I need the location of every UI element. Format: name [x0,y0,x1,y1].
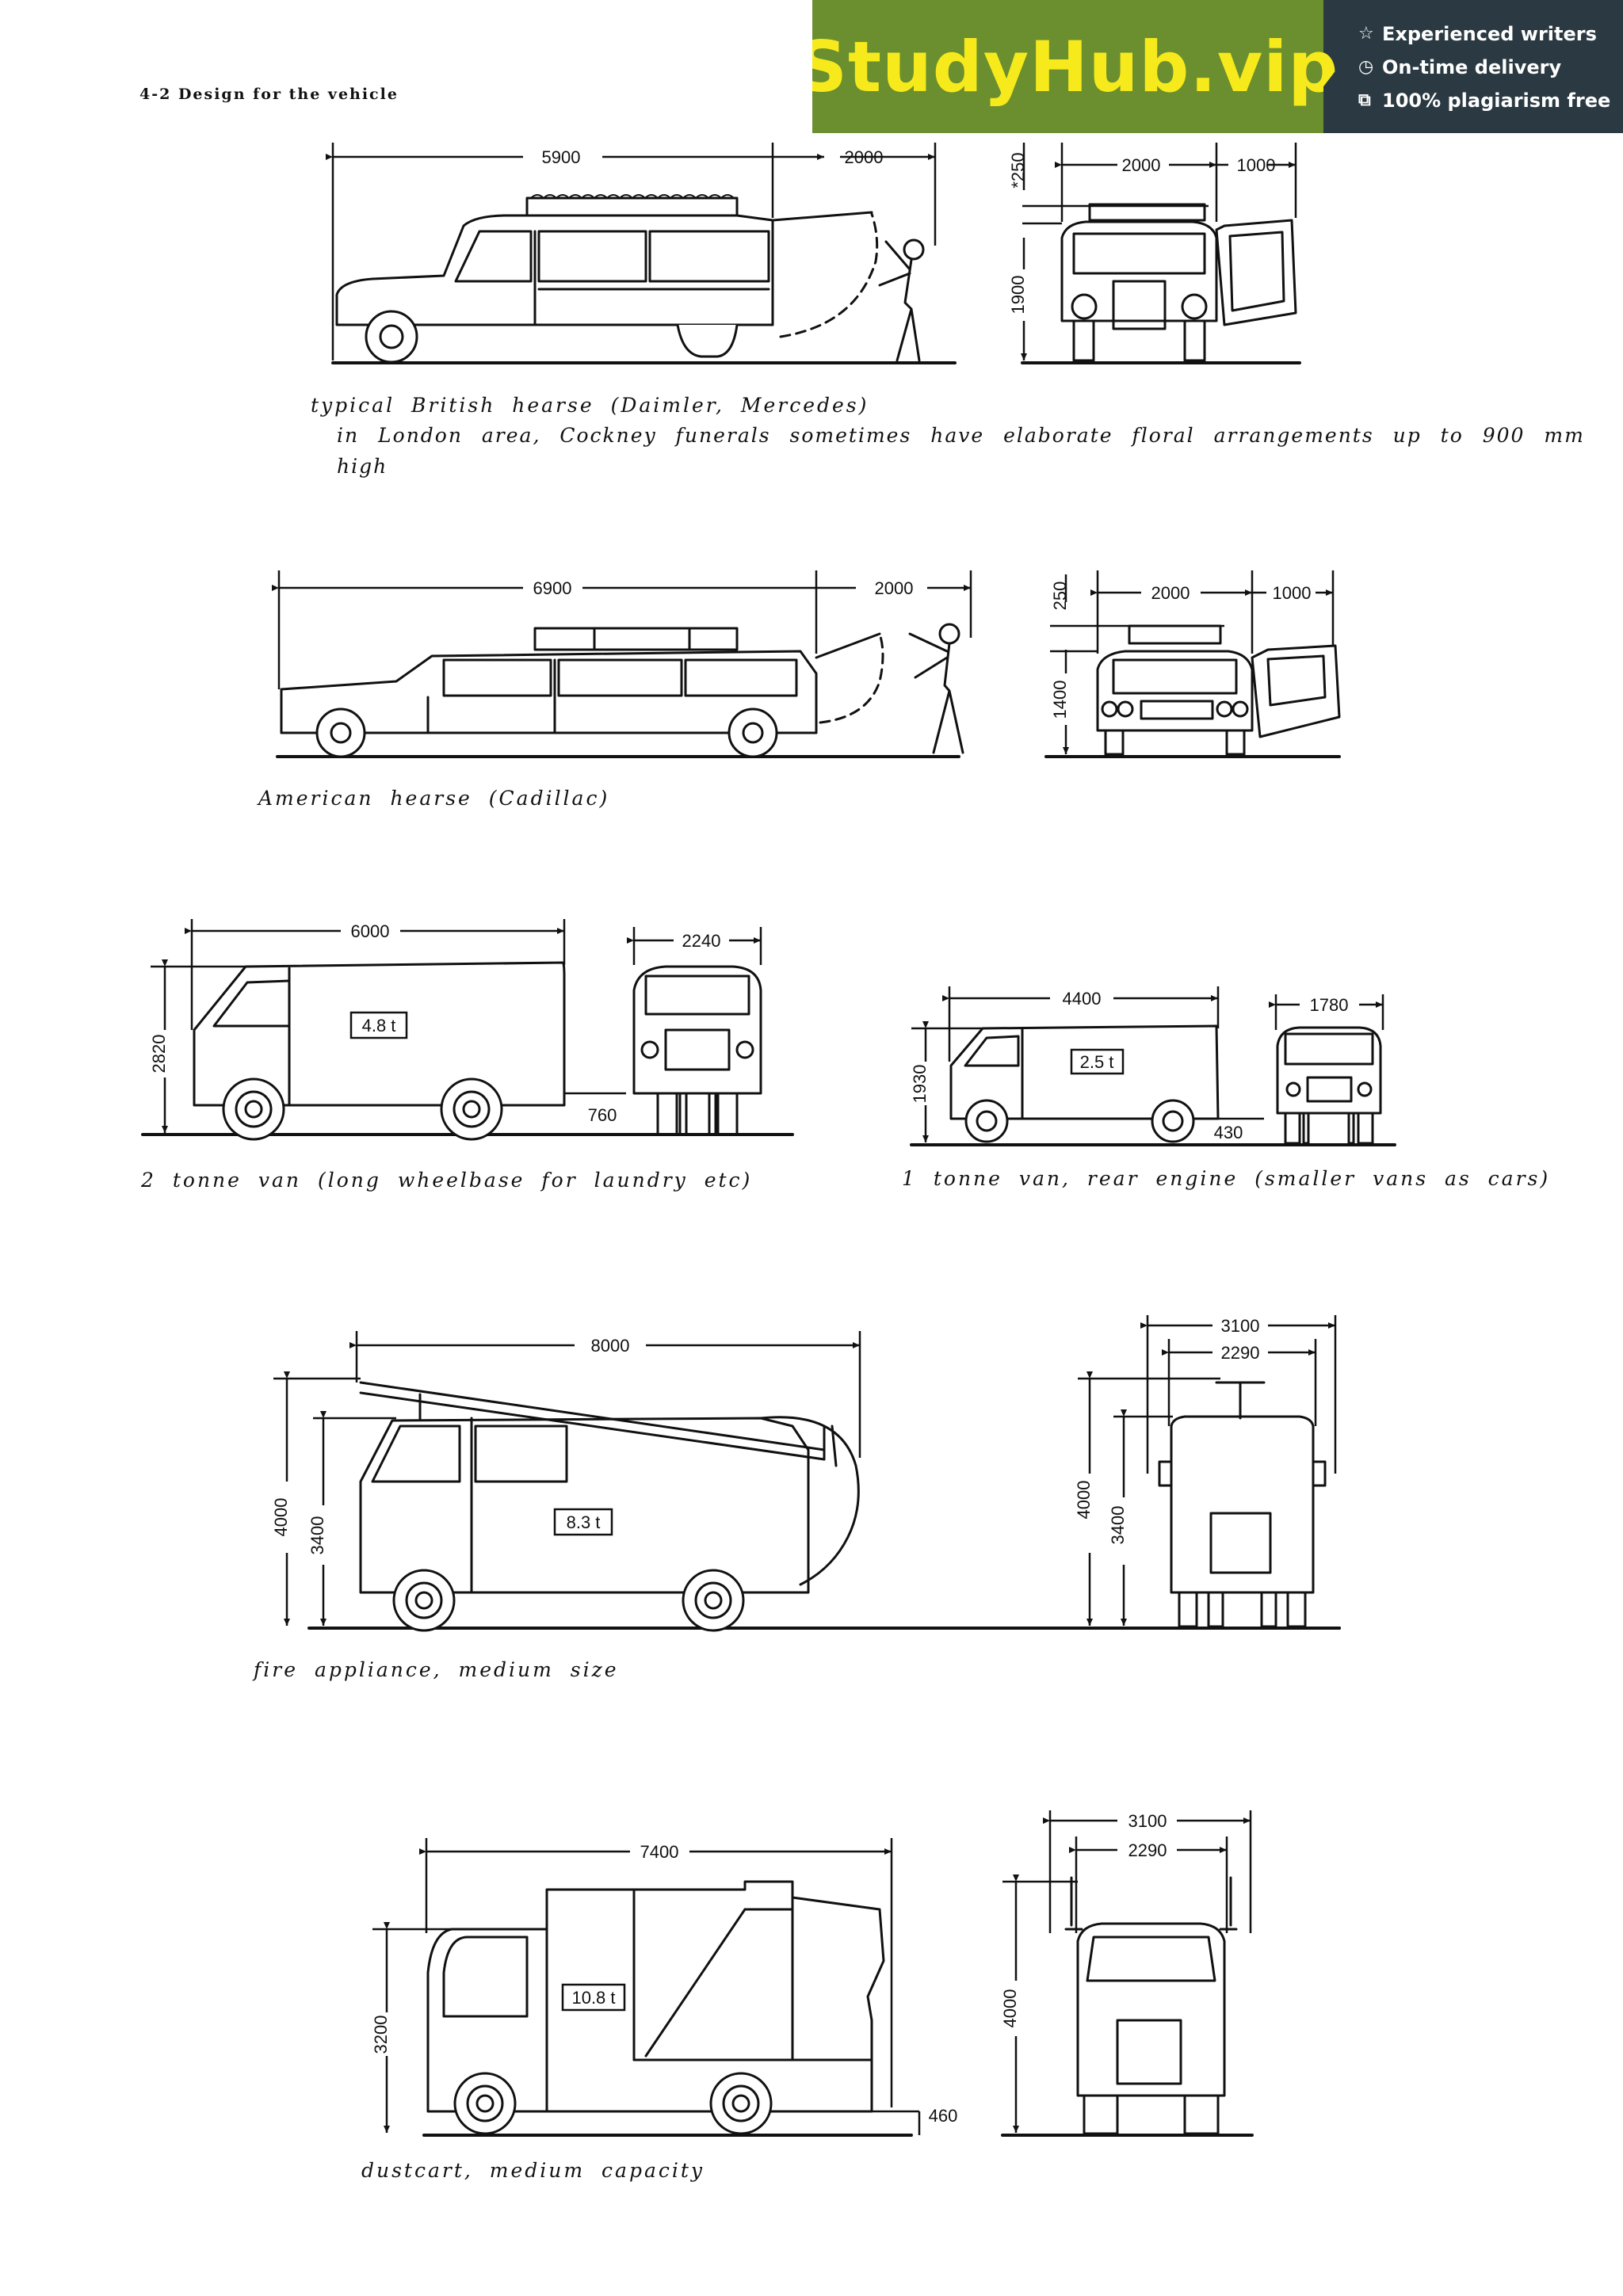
dustcart-weight: 10.8 t [571,1988,615,2008]
van-2t-length: 6000 [351,921,390,941]
dustcart-length: 7400 [640,1842,679,1862]
van-2t-weight: 4.8 t [362,1016,396,1035]
page-header-title: 4-2 Design for the vehicle [139,86,399,103]
fire-appliance-length: 8000 [591,1336,630,1356]
van-1t-height: 1930 [910,1065,930,1104]
banner-feature-label: 100% plagiarism free [1382,90,1611,112]
fire-appliance-front-height-total: 4000 [1074,1481,1094,1520]
dustcart-front-view [1001,1876,1254,2137]
american-hearse-front-view [1044,624,1341,758]
american-hearse-length: 6900 [533,578,572,598]
banner-logo-panel[interactable]: StudyHub.vip [812,0,1338,133]
british-hearse-width: 2000 [1122,155,1161,175]
british-hearse-caption: typical British hearse (Daimler, Mercede… [311,394,869,417]
british-hearse-door-swing: 2000 [845,147,884,167]
ad-banner[interactable]: StudyHub.vip ☆ Experienced writers ◷ On-… [812,0,1623,133]
american-hearse-door-open: 1000 [1273,583,1312,603]
van-2t-front-view [632,965,762,1136]
star-icon: ☆ [1358,24,1374,44]
fire-appliance-front-height-body: 3400 [1108,1506,1128,1545]
fire-appliance-weight: 8.3 t [567,1512,601,1532]
dustcart-caption: dustcart, medium capacity [361,2159,705,2182]
van-1t-side-view [910,1024,1396,1146]
british-hearse-roof: *250 [1008,152,1028,188]
van-2t-side-view [141,961,794,1141]
fire-appliance-height-total: 4000 [271,1498,291,1537]
british-hearse-door-open: 1000 [1237,155,1276,175]
dustcart-front-height: 4000 [1000,1989,1020,2028]
american-hearse-width: 2000 [1151,583,1190,603]
dustcart-width-body: 2290 [1128,1840,1167,1860]
british-hearse-note-line2: high [337,455,388,478]
copy-icon: ⧉ [1358,90,1371,110]
british-hearse-height: 1900 [1008,276,1028,315]
van-2t-caption: 2 tonne van (long wheelbase for laundry … [141,1169,753,1192]
banner-logo[interactable]: StudyHub.vip [796,25,1339,108]
american-hearse-height: 1400 [1050,681,1070,719]
fire-appliance-width-mirrors: 3100 [1221,1316,1260,1336]
banner-feature-label: On-time delivery [1382,56,1562,78]
van-1t-floor: 430 [1214,1123,1243,1142]
fire-appliance-front-view [1140,1381,1341,1630]
british-hearse-length: 5900 [542,147,581,167]
dustcart-width-mirrors: 3100 [1128,1811,1167,1831]
american-hearse-door-swing: 2000 [875,578,914,598]
van-1t-caption: 1 tonne van, rear engine (smaller vans a… [902,1167,1551,1190]
fire-appliance-caption: fire appliance, medium size [254,1658,619,1681]
british-hearse-front-view [1021,203,1301,364]
fire-appliance-width-body: 2290 [1221,1343,1260,1363]
fire-appliance-height-body: 3400 [307,1516,327,1555]
van-2t-height: 2820 [149,1035,169,1074]
fire-appliance-side-view [307,1381,1341,1632]
dustcart-floor: 460 [929,2106,958,2126]
banner-feature-label: Experienced writers [1382,23,1597,45]
dustcart-side-view [422,1880,913,2137]
banner-feature-2: ◷ On-time delivery [1358,51,1623,84]
british-hearse-side-view [331,194,957,364]
dustcart-height: 3200 [371,2016,391,2054]
american-hearse-caption: American hearse (Cadillac) [258,787,610,810]
american-hearse-side-view [276,623,964,758]
american-hearse-roof: 250 [1050,582,1070,611]
van-1t-length: 4400 [1063,989,1102,1009]
van-2t-width: 2240 [682,931,721,951]
van-1t-front-view [1276,1026,1382,1145]
banner-feature-1: ☆ Experienced writers [1358,17,1623,51]
van-1t-width: 1780 [1310,995,1349,1015]
van-2t-floor: 760 [588,1105,617,1125]
van-1t-weight: 2.5 t [1080,1052,1114,1072]
british-hearse-note-line1: in London area, Cockney funerals sometim… [337,424,1585,447]
banner-feature-list: ☆ Experienced writers ◷ On-time delivery… [1323,0,1623,133]
banner-feature-3: ⧉ 100% plagiarism free [1358,84,1623,117]
clock-icon: ◷ [1358,57,1374,77]
